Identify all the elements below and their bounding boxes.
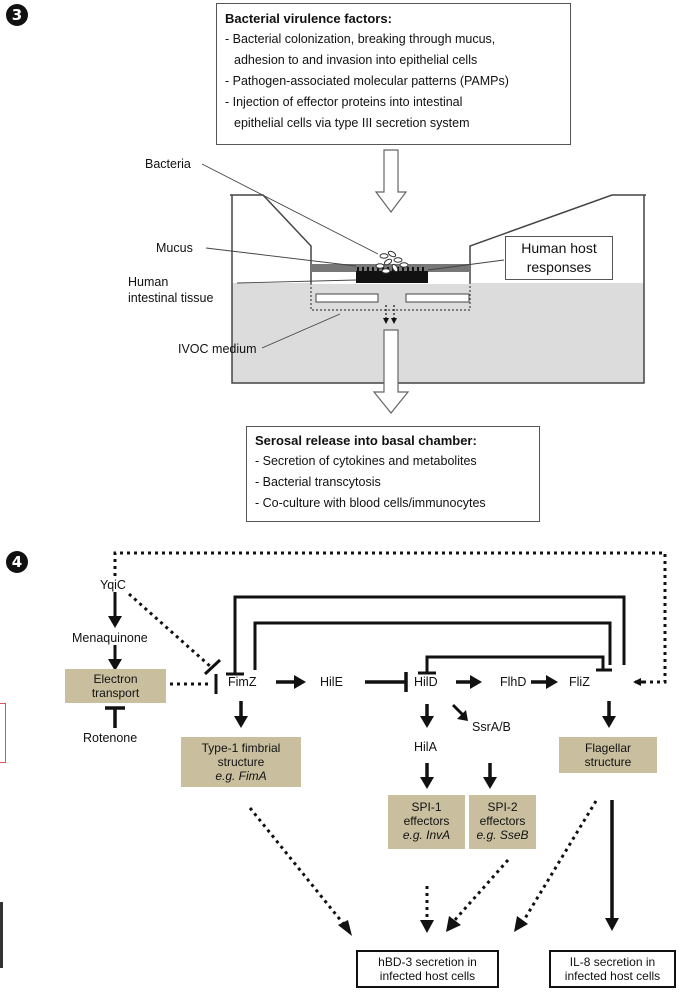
virulence-item: - Bacterial colonization, breaking throu… — [225, 32, 496, 46]
node-type1-fimbrial: Type-1 fimbrial structure e.g. FimA — [181, 737, 301, 787]
il8-line: IL-8 secretion in — [569, 955, 656, 969]
serosal-item: - Co-culture with blood cells/immunocyte… — [255, 496, 486, 510]
serosal-title: Serosal release into basal chamber: — [255, 433, 477, 448]
node-fimz: FimZ — [228, 675, 257, 689]
spi2-example: e.g. SseB — [476, 828, 529, 842]
flagellar-line: Flagellar — [584, 741, 632, 755]
spi1-example: e.g. InvA — [402, 828, 451, 842]
tissue-layer — [356, 271, 428, 283]
node-spi2-effectors: SPI-2 effectors e.g. SseB — [469, 795, 536, 849]
node-hild: HilD — [414, 675, 438, 689]
node-menaquinone: Menaquinone — [72, 631, 148, 645]
bacteria-label: Bacteria — [145, 157, 191, 171]
edge-artifact-dark-bar — [0, 902, 3, 968]
virulence-item: epithelial cells via type III secretion … — [234, 116, 470, 130]
virulence-item: adhesion to and invasion into epithelial… — [234, 53, 478, 67]
hbd3-line: hBD-3 secretion in — [378, 955, 477, 969]
human-label: Human — [128, 275, 169, 289]
type1-example: e.g. FimA — [215, 769, 267, 783]
mucus-label: Mucus — [156, 241, 193, 255]
spi1-line: effectors — [403, 814, 450, 828]
mucus-layer — [311, 264, 470, 272]
serosal-release-box: Serosal release into basal chamber: - Se… — [246, 426, 540, 522]
node-yqic: YqiC — [100, 578, 126, 592]
node-fliz: FliZ — [569, 675, 590, 689]
virulence-item: - Injection of effector proteins into in… — [225, 95, 463, 109]
node-electron-transport: Electron transport — [65, 669, 166, 703]
virulence-factors-box: Bacterial virulence factors: - Bacterial… — [216, 3, 571, 145]
node-rotenone: Rotenone — [83, 731, 138, 745]
node-spi1-effectors: SPI-1 effectors e.g. InvA — [388, 795, 465, 849]
down-arrow-icon — [372, 329, 410, 414]
node-il8-secretion: IL-8 secretion in infected host cells — [549, 950, 676, 988]
chamber-outer-wall — [231, 195, 645, 384]
host-responses-line: responses — [526, 259, 592, 275]
virulence-title: Bacterial virulence factors: — [225, 11, 392, 26]
node-flagellar-structure: Flagellar structure — [559, 737, 657, 773]
spi1-line: SPI-1 — [411, 800, 442, 814]
intestinal-tissue-label: intestinal tissue — [128, 291, 214, 305]
node-hile: HilE — [320, 675, 343, 689]
human-host-responses-box: Human host responses — [505, 236, 613, 280]
flagellar-line: structure — [584, 755, 632, 769]
spi2-line: SPI-2 — [487, 800, 518, 814]
node-ssrab: SsrA/B — [472, 720, 511, 734]
bacteria-cluster — [375, 250, 409, 274]
electron-transport-line: transport — [91, 686, 140, 700]
virulence-item: - Pathogen-associated molecular patterns… — [225, 74, 509, 88]
down-arrow-icon — [374, 149, 408, 213]
edge-artifact-red-box — [0, 703, 6, 763]
node-hbd3-secretion: hBD-3 secretion in infected host cells — [356, 950, 499, 988]
type1-line: Type-1 fimbrial — [201, 741, 281, 755]
node-flhd: FlhD — [500, 675, 527, 689]
panel-3-marker: 3 — [6, 4, 28, 26]
serosal-item: - Bacterial transcytosis — [255, 475, 381, 489]
spi2-line: effectors — [479, 814, 526, 828]
host-responses-line: Human host — [521, 240, 597, 256]
il8-line: infected host cells — [564, 969, 661, 983]
type1-line: structure — [217, 755, 265, 769]
node-hila: HilA — [414, 740, 437, 754]
serosal-item: - Secretion of cytokines and metabolites — [255, 454, 477, 468]
panel-4-marker: 4 — [6, 551, 28, 573]
ivoc-medium-label: IVOC medium — [178, 342, 257, 356]
hbd3-line: infected host cells — [379, 969, 476, 983]
electron-transport-line: Electron — [93, 672, 138, 686]
